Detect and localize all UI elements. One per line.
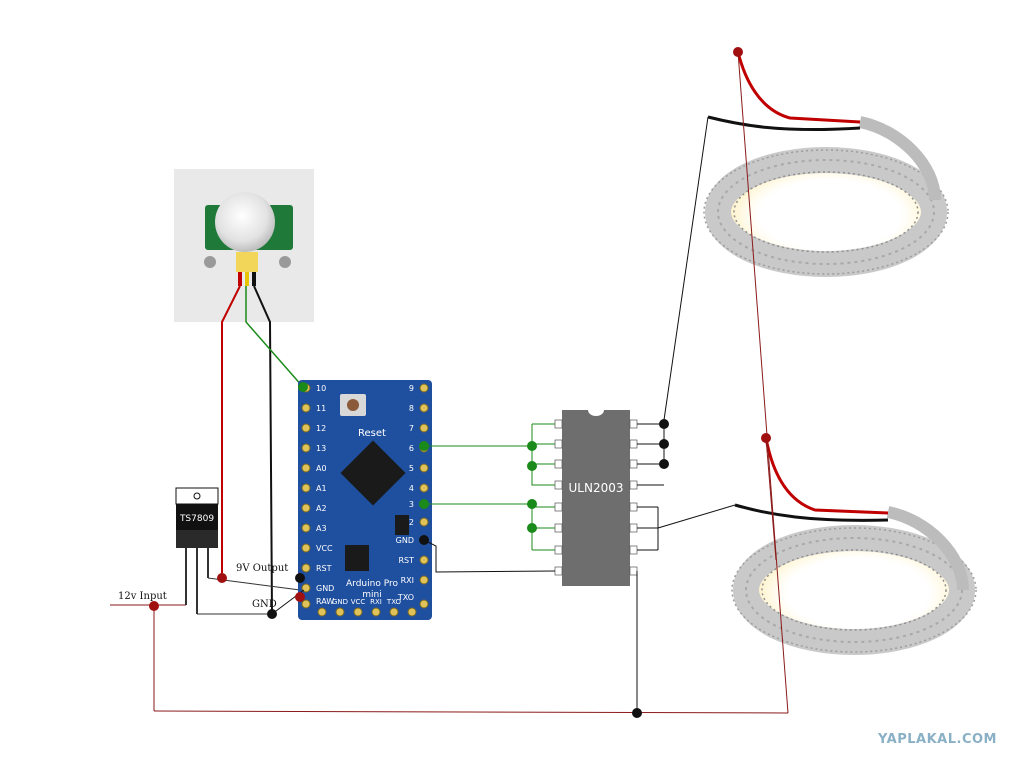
board-pin-left-11: GND — [316, 584, 334, 593]
pir-sensor — [174, 169, 314, 322]
chip-pins-right — [629, 419, 638, 576]
board-pin-left-4: 13 — [316, 444, 326, 453]
board-pin-bottom-3: VCC — [351, 598, 366, 606]
board-pin-right-11: RXI — [401, 576, 414, 585]
board-pin-left-2: 11 — [316, 404, 326, 413]
power-12v-wires — [110, 51, 789, 714]
board-pin-right-5: 5 — [409, 464, 414, 473]
board-pin-right-6: 4 — [409, 484, 414, 493]
board-pin-right-7: 3 — [409, 500, 414, 509]
board-pin-bottom-5: TXO — [386, 598, 402, 606]
arduino-pro-mini: 10 11 12 13 A0 A1 A2 A3 VCC RST GND RAW … — [298, 380, 432, 628]
board-pin-right-9: GND — [396, 536, 414, 545]
board-pin-left-1: 10 — [316, 384, 326, 393]
regulator-wires — [197, 577, 301, 615]
board-pin-right-1: 9 — [409, 384, 414, 393]
watermark: YAPLAKAL.COM — [877, 732, 997, 747]
board-pin-right-8: 2 — [409, 518, 414, 527]
board-pin-left-12: RAW — [316, 597, 334, 606]
board-pin-right-4: 6 — [409, 444, 414, 453]
board-pin-left-7: A2 — [316, 504, 327, 513]
led-top-leads — [707, 51, 861, 132]
regulator-label: TS7809 — [179, 514, 214, 524]
chip-pins-left — [554, 419, 563, 576]
board-pin-bottom-4: RXI — [370, 598, 382, 606]
led-strip-top — [703, 116, 949, 277]
board-pin-bottom-6: GRN — [404, 620, 420, 628]
junction-dots — [149, 47, 771, 718]
board-pin-right-10: RST — [398, 556, 414, 565]
input-label: 12v Input — [118, 591, 167, 602]
led-bottom-leads — [734, 437, 889, 522]
led-strip-bottom — [731, 506, 977, 655]
output-label: 9V Output — [236, 563, 288, 574]
board-pin-left-6: A1 — [316, 484, 327, 493]
ground-label: GND — [252, 599, 277, 610]
board-mini-label: mini — [362, 590, 381, 600]
board-pin-left-10: RST — [316, 564, 332, 573]
board-pin-bottom-1: BLK — [315, 620, 329, 628]
board-name-label: Arduino Pro — [346, 579, 398, 589]
board-pin-bottom-2: GND — [332, 598, 348, 606]
board-pin-left-8: A3 — [316, 524, 327, 533]
board-pin-row-bottom — [317, 607, 417, 617]
driver-label: ULN2003 — [569, 481, 624, 495]
uln2003-chip: ULN2003 — [554, 410, 638, 586]
board-reset-label: Reset — [358, 428, 386, 439]
board-pin-left-9: VCC — [316, 544, 333, 553]
pir-wires — [221, 285, 304, 615]
board-pin-right-2: 8 — [409, 404, 414, 413]
board-pin-left-5: A0 — [316, 464, 327, 473]
board-pin-right-3: 7 — [409, 424, 414, 433]
ts7809-regulator: TS7809 — [175, 487, 219, 614]
board-pin-left-3: 12 — [316, 424, 326, 433]
board-pin-right-12: TXO — [397, 593, 414, 602]
